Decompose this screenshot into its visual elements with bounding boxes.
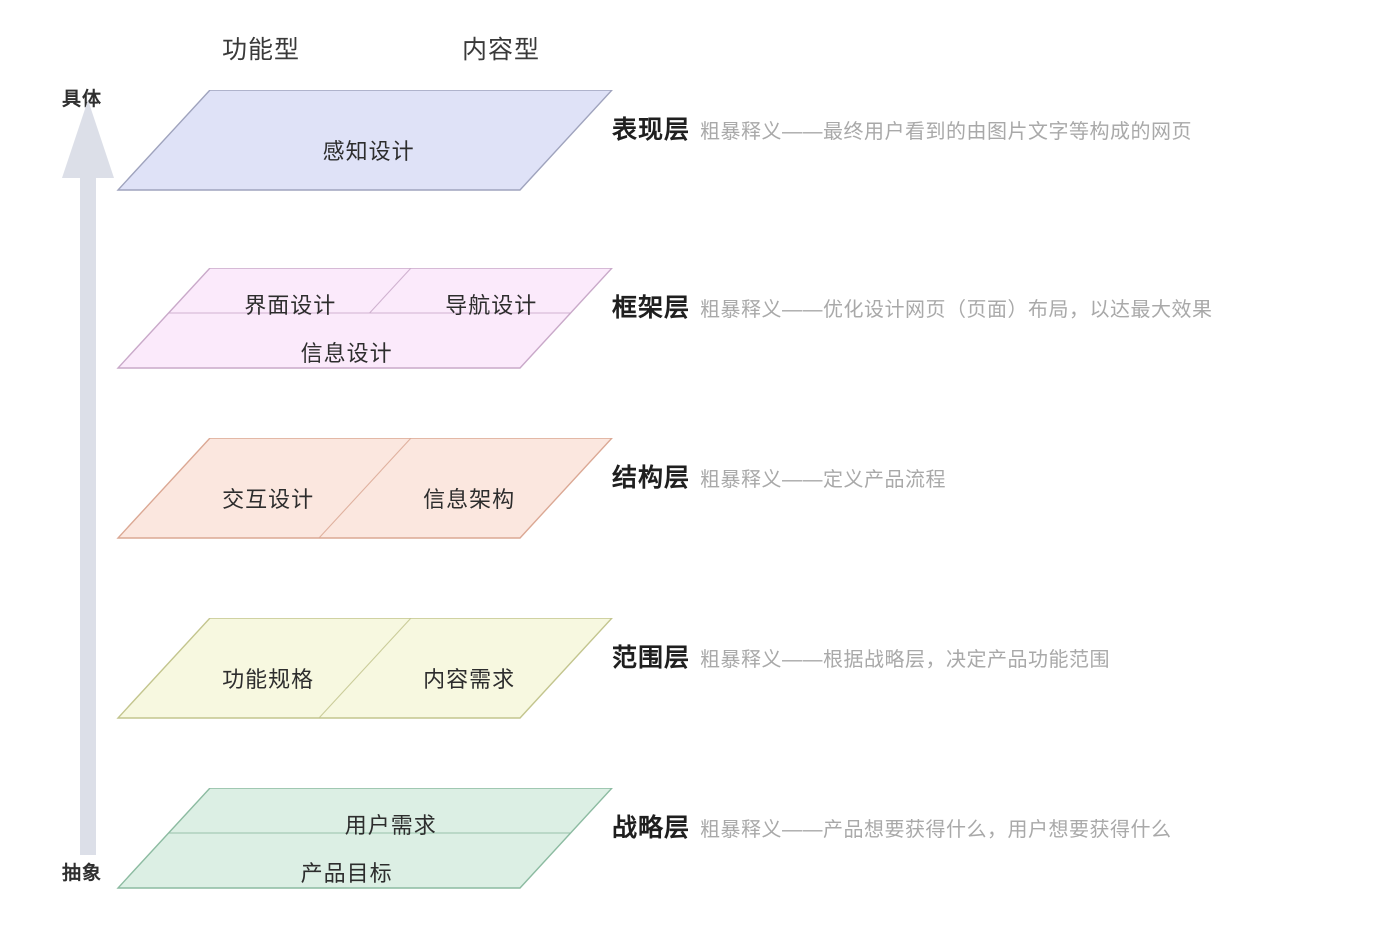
layer-caption-structure: 结构层粗暴释义——定义产品流程 — [612, 458, 946, 494]
layer-title-skeleton: 框架层 — [612, 294, 691, 322]
layer-shape-skeleton[interactable] — [0, 268, 640, 388]
layer-title-strategy: 战略层 — [612, 814, 691, 842]
layer-caption-presentation: 表现层粗暴释义——最终用户看到的由图片文字等构成的网页 — [612, 110, 1192, 146]
column-header-content: 内容型 — [462, 36, 541, 64]
parallelogram-strategy — [116, 788, 613, 889]
layer-shape-structure[interactable] — [0, 438, 640, 558]
layer-shape-strategy[interactable] — [0, 788, 640, 908]
layer-caption-skeleton: 框架层粗暴释义——优化设计网页（页面）布局，以达最大效果 — [612, 288, 1213, 324]
layer-title-presentation: 表现层 — [612, 116, 691, 144]
layer-shape-scope[interactable] — [0, 618, 640, 738]
column-header-functional: 功能型 — [222, 36, 301, 64]
layer-description-strategy: 粗暴释义——产品想要获得什么，用户想要获得什么 — [700, 819, 1172, 841]
axis-label-concrete: 具体 — [62, 89, 103, 110]
layer-caption-strategy: 战略层粗暴释义——产品想要获得什么，用户想要获得什么 — [612, 808, 1172, 844]
layer-description-scope: 粗暴释义——根据战略层，决定产品功能范围 — [700, 649, 1111, 671]
parallelogram-presentation — [116, 90, 613, 191]
divider-vertical-skeleton — [369, 268, 412, 314]
layer-shape-presentation[interactable] — [0, 90, 640, 210]
divider-vertical-scope — [318, 618, 412, 719]
divider-vertical-structure — [318, 438, 412, 539]
up-arrow-icon — [62, 100, 114, 855]
layer-description-skeleton: 粗暴释义——优化设计网页（页面）布局，以达最大效果 — [700, 299, 1213, 321]
layer-caption-scope: 范围层粗暴释义——根据战略层，决定产品功能范围 — [612, 638, 1110, 674]
layer-description-structure: 粗暴释义——定义产品流程 — [700, 469, 947, 491]
layer-description-presentation: 粗暴释义——最终用户看到的由图片文字等构成的网页 — [700, 121, 1193, 143]
parallelogram-skeleton — [116, 268, 613, 369]
axis-label-abstract: 抽象 — [62, 863, 103, 884]
layer-title-structure: 结构层 — [612, 464, 691, 492]
layer-title-scope: 范围层 — [612, 644, 691, 672]
